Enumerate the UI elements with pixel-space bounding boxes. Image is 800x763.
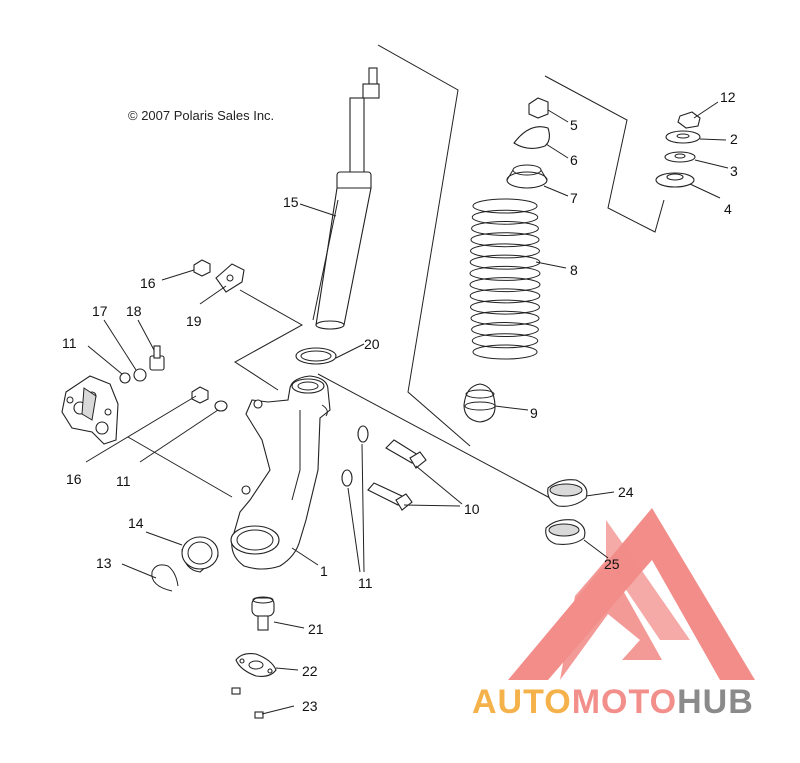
spring-coil	[471, 220, 539, 236]
callout-labels: 1 2 3 4 5 6 7 8 9 10 11 11 11 12 13 14 1…	[62, 89, 738, 714]
label-2: 2	[730, 131, 738, 147]
spring-coil	[469, 265, 541, 281]
label-14: 14	[128, 515, 144, 531]
label-16-lower: 16	[66, 471, 82, 487]
part-top-nut-stack	[655, 111, 701, 188]
part-knuckle	[230, 375, 331, 570]
leader-lines	[85, 101, 729, 715]
watermark-logo	[508, 508, 755, 680]
spring-coil	[469, 288, 541, 304]
part-strut	[312, 67, 380, 330]
spring-coil	[472, 198, 538, 214]
label-9: 9	[530, 405, 538, 421]
watermark-text-hub: HUB	[677, 683, 754, 721]
part-snap-ring	[151, 564, 179, 592]
label-15: 15	[283, 194, 299, 210]
label-11-knuckle: 11	[116, 473, 131, 489]
part-washers	[119, 372, 369, 487]
label-11-caliper: 11	[62, 335, 77, 351]
part-upper-mount	[506, 97, 551, 189]
part-seal-ring	[295, 347, 337, 365]
spring-coil	[471, 209, 539, 225]
label-4: 4	[724, 201, 732, 217]
part-ball-joint	[251, 596, 275, 631]
watermark-text: AUTOMOTOHUB	[472, 683, 754, 721]
part-cam-adjusters	[545, 479, 588, 545]
part-bolts	[367, 439, 427, 511]
label-17: 17	[92, 303, 108, 319]
part-retainer-plate	[231, 653, 277, 719]
label-11-washers: 11	[358, 575, 373, 591]
spring-coil	[471, 322, 539, 338]
assembly-lines	[127, 44, 665, 499]
label-13: 13	[96, 555, 112, 571]
label-20: 20	[364, 336, 380, 352]
label-18: 18	[126, 303, 142, 319]
watermark-logo-hook	[606, 520, 690, 640]
label-25: 25	[604, 556, 620, 572]
spring-coil	[469, 277, 541, 293]
part-brake-caliper	[61, 375, 119, 445]
copyright-text: © 2007 Polaris Sales Inc.	[128, 108, 274, 123]
label-12: 12	[720, 89, 736, 105]
label-5: 5	[570, 117, 578, 133]
label-10: 10	[464, 501, 480, 517]
spring-coil	[472, 344, 538, 360]
spring-coil	[469, 254, 541, 270]
label-22: 22	[302, 663, 318, 679]
part-fasteners	[133, 259, 245, 404]
part-bump-stop	[463, 383, 496, 423]
spring-coil	[470, 232, 540, 248]
label-1: 1	[320, 563, 328, 579]
label-21: 21	[308, 621, 324, 637]
part-bearing	[181, 536, 219, 573]
label-16-upper: 16	[140, 275, 156, 291]
label-6: 6	[570, 152, 578, 168]
spring-coil	[470, 243, 540, 259]
spring-coil	[470, 310, 540, 326]
watermark-text-moto: MOTO	[572, 683, 677, 721]
spring-coil	[471, 333, 539, 349]
watermark-text-auto: AUTO	[472, 683, 572, 721]
label-8: 8	[570, 262, 578, 278]
label-3: 3	[730, 163, 738, 179]
watermark-logo-inner-triangle	[560, 560, 662, 680]
part-coil-spring	[469, 198, 541, 360]
spring-coil	[470, 299, 540, 315]
label-19: 19	[186, 313, 202, 329]
label-23: 23	[302, 698, 318, 714]
svg-text:AUTOMOTOHUB: AUTOMOTOHUB	[472, 683, 754, 721]
label-7: 7	[570, 190, 578, 206]
label-24: 24	[618, 484, 634, 500]
